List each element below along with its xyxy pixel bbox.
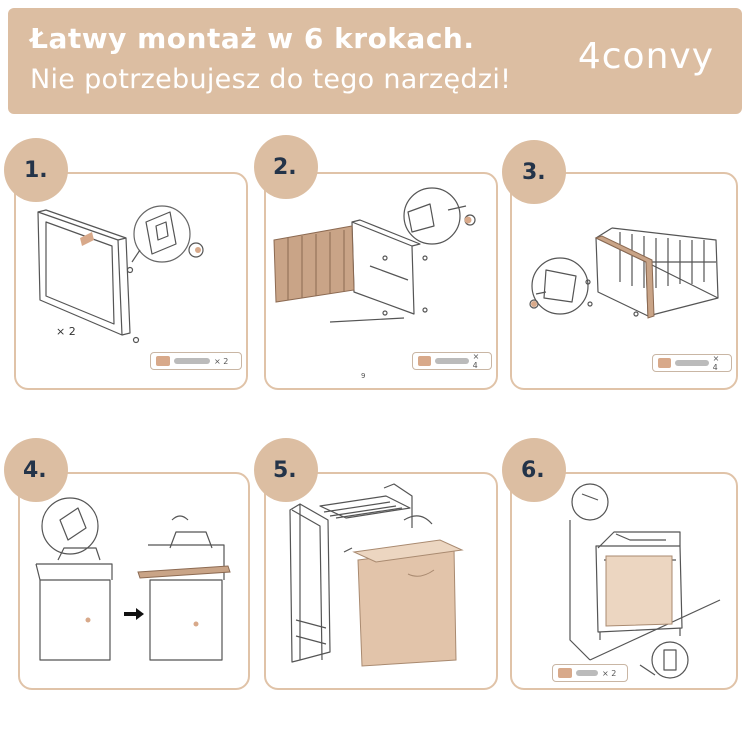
step-6-wall-drawing	[569, 483, 721, 679]
step-1-frame-drawing	[37, 205, 204, 344]
step-6-parts-box: × 2	[552, 664, 628, 682]
step-1-number: 1.	[24, 158, 48, 183]
step-2-parts-box: × 4	[412, 352, 492, 370]
step-1-multiplier: × 2	[56, 325, 76, 338]
brand-logo: 4convy	[577, 36, 714, 77]
step-5-number: 5.	[273, 458, 297, 483]
step-3-wood-frame	[594, 235, 655, 319]
step-1-corner-wood	[80, 232, 94, 246]
part-tag	[658, 358, 672, 368]
part-tag	[418, 356, 432, 366]
step-1-parts-box: × 2	[150, 352, 242, 370]
step-4-number: 4.	[23, 458, 47, 483]
step-3-number: 3.	[522, 160, 546, 185]
step-1-badge	[4, 138, 68, 202]
step-4-panel	[18, 472, 250, 690]
step-6-shelf-with-bag	[605, 555, 673, 627]
page-title: Łatwy montaż w 6 krokach.	[30, 22, 475, 55]
step-3-part-qty: × 4	[712, 354, 720, 372]
part-tag	[156, 356, 170, 366]
step-3-panel	[510, 172, 738, 390]
page-subtitle: Nie potrzebujesz do tego narzędzi!	[30, 64, 512, 95]
anchor-icon	[576, 670, 598, 676]
step-3-frame-drawing	[529, 227, 719, 317]
step-3-parts-box: × 4	[652, 354, 732, 372]
step-4-arrow	[124, 608, 144, 620]
step-4-wood-rod	[137, 565, 231, 579]
step-4-hamper-drawing	[35, 497, 225, 661]
screw-icon	[174, 358, 210, 364]
step-2-number: 2.	[273, 155, 297, 180]
step-2-badge	[254, 135, 318, 199]
step-1-part-qty: × 2	[214, 356, 229, 366]
step-4-badge	[4, 438, 68, 502]
step-6-number: 6.	[521, 458, 545, 483]
part-tag	[558, 668, 572, 678]
step-3-badge	[502, 140, 566, 204]
step-2-wood-panel	[273, 225, 355, 303]
step-5-laundry-bag	[352, 539, 464, 667]
step-5-shelf-drawing	[289, 483, 433, 663]
step-6-part-qty: × 2	[602, 668, 617, 678]
step-6-badge	[502, 438, 566, 502]
step-5-badge	[254, 438, 318, 502]
step-2-part-qty: × 4	[472, 352, 480, 370]
screw-icon	[435, 358, 469, 364]
screw-icon	[675, 360, 709, 366]
header-banner	[8, 8, 742, 114]
step-2-page-number: 9	[361, 372, 366, 380]
